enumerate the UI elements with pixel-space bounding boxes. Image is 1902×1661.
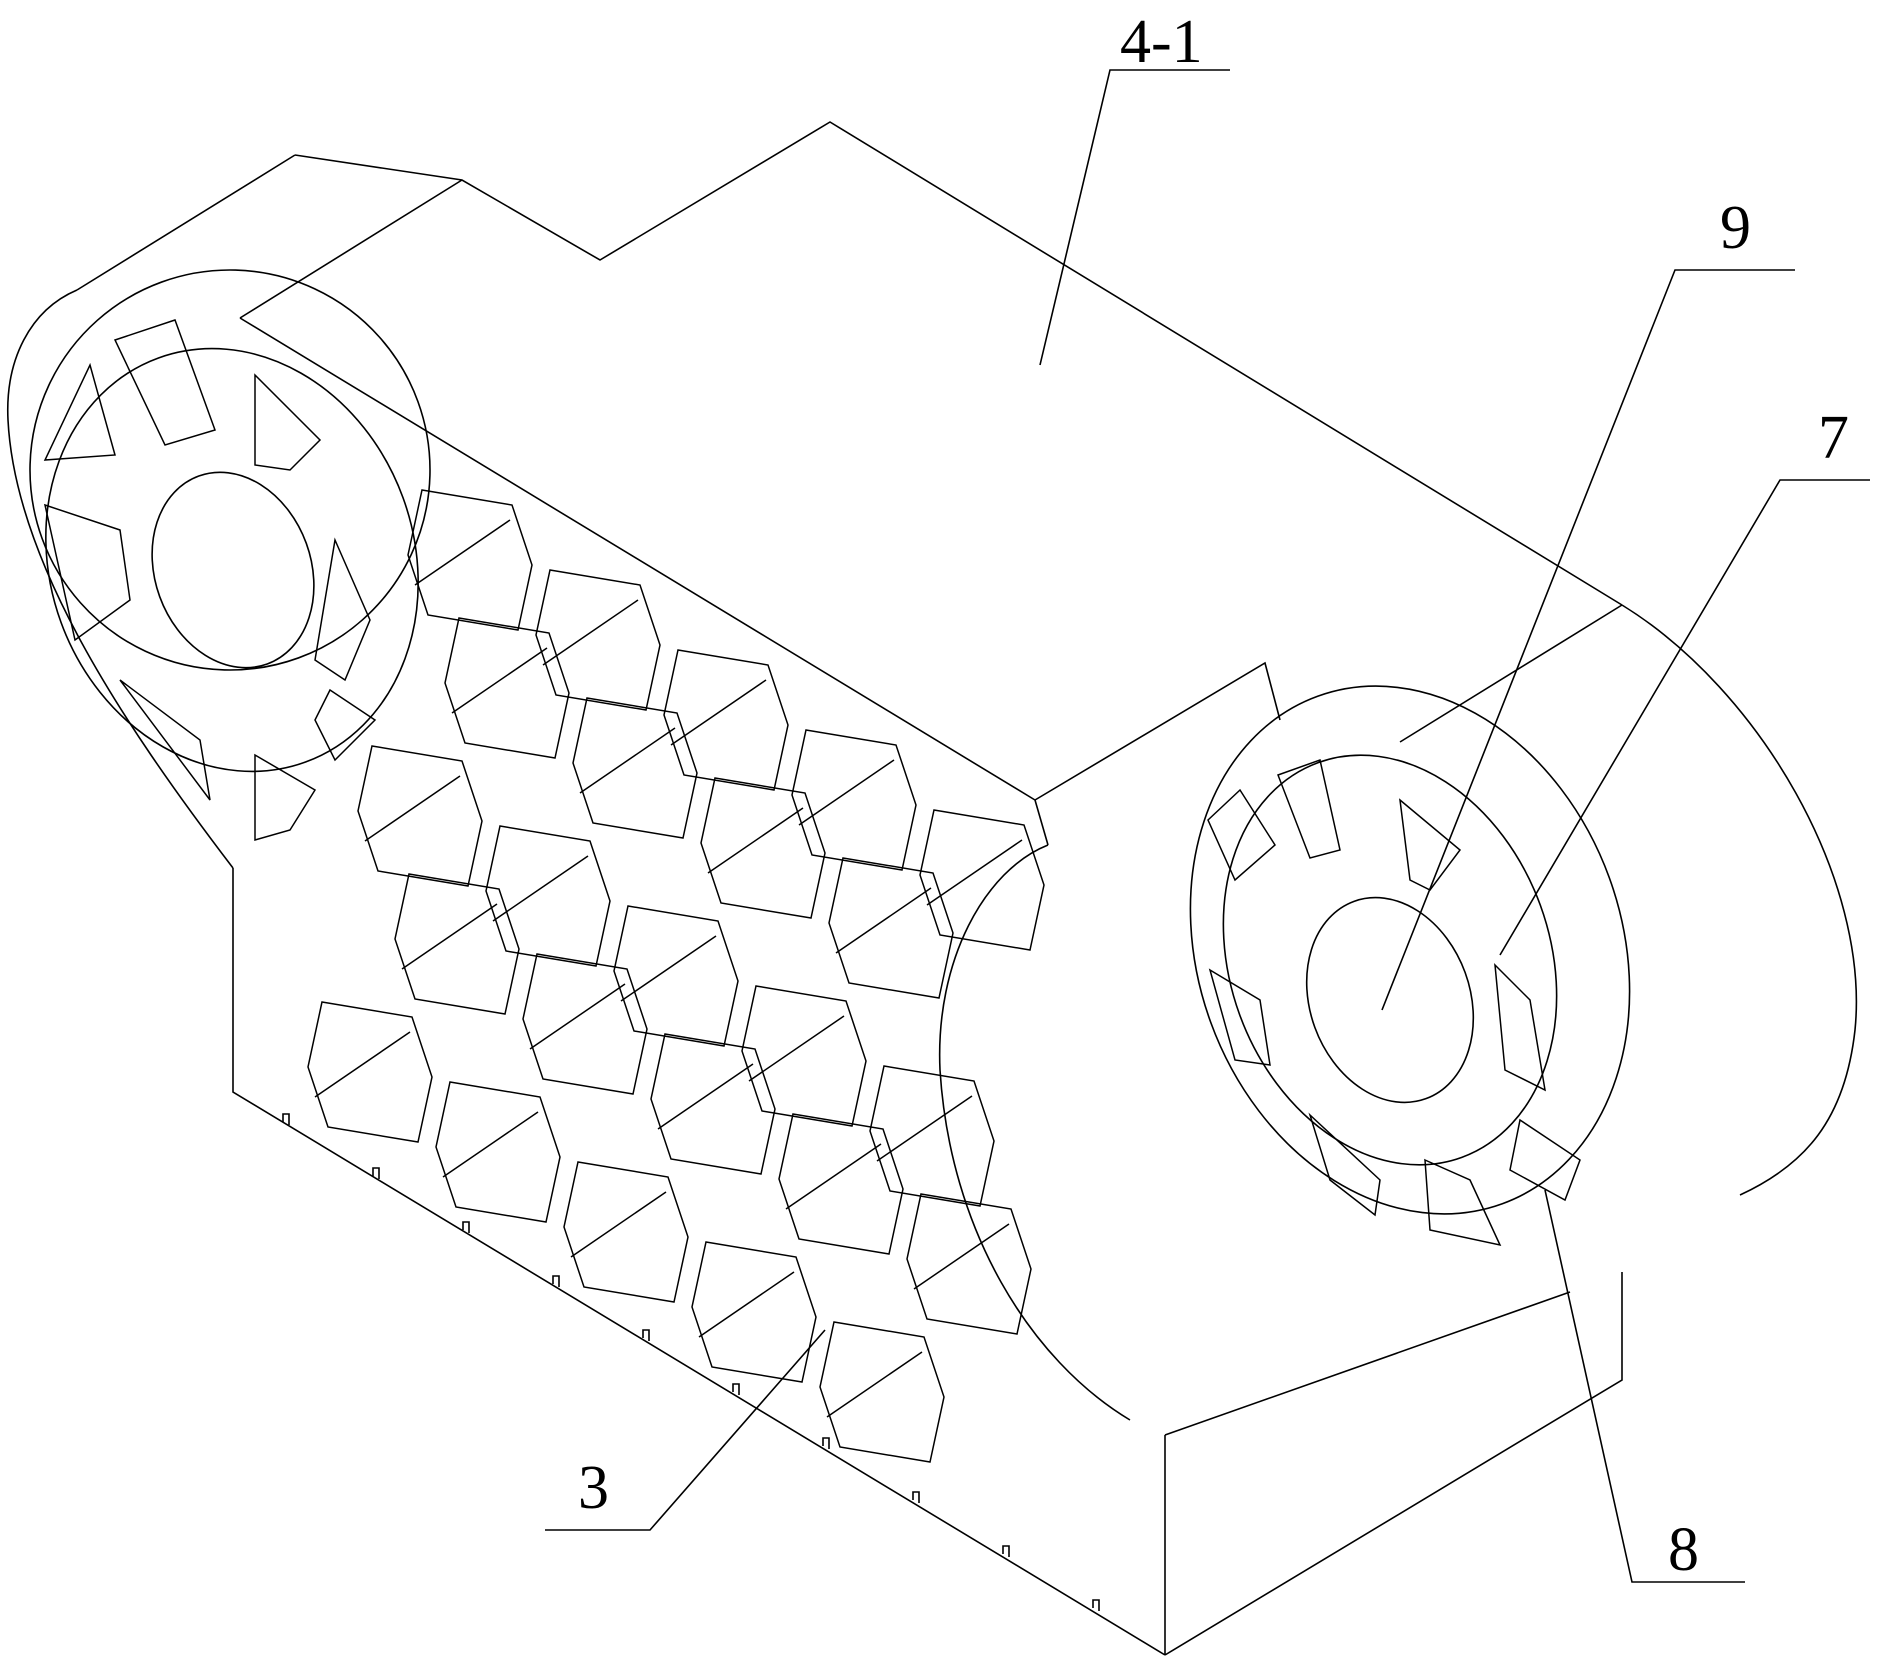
- honeycomb-cell: [691, 1241, 817, 1383]
- honeycomb-cell: [700, 777, 826, 919]
- honeycomb-cell: [572, 697, 698, 839]
- label-honeycomb: 3: [578, 1454, 609, 1522]
- body-outline: [76, 121, 1858, 1656]
- honeycomb-cell-edge: [529, 983, 626, 1050]
- left-end-ring: [7, 269, 431, 869]
- honeycomb-cell-edge: [620, 935, 717, 1002]
- honeycomb-cell: [444, 617, 570, 759]
- honeycomb-cell: [869, 1065, 995, 1207]
- honeycomb-cell: [791, 729, 917, 871]
- right-end-ring: [1189, 685, 1631, 1247]
- honeycomb-cell-edge: [442, 1111, 539, 1178]
- honeycomb-cell-edge: [835, 887, 932, 954]
- label-end-ring: 7: [1818, 404, 1849, 472]
- honeycomb-cell-edge: [785, 1143, 882, 1210]
- honeycomb-cell-edge: [492, 855, 589, 922]
- honeycomb-cell-edge: [748, 1015, 845, 1082]
- honeycomb-cell-edge: [926, 839, 1023, 906]
- honeycomb-cell: [307, 1001, 433, 1143]
- label-body-top: 4-1: [1120, 8, 1203, 76]
- leader-lines: [545, 69, 1870, 1583]
- honeycomb-cell: [906, 1193, 1032, 1335]
- honeycomb-cell-edge: [798, 759, 895, 826]
- honeycomb-cell: [650, 1033, 776, 1175]
- honeycomb-cell: [613, 905, 739, 1047]
- honeycomb-cell: [435, 1081, 561, 1223]
- honeycomb-lattice: [307, 489, 1045, 1463]
- honeycomb-cell: [535, 569, 661, 711]
- honeycomb-cell-edge: [414, 519, 511, 586]
- honeycomb-cell-edge: [451, 647, 548, 714]
- honeycomb-cell: [819, 1321, 945, 1463]
- honeycomb-cell-edge: [579, 727, 676, 794]
- honeycomb-cell-edge: [826, 1351, 923, 1418]
- honeycomb-cell: [741, 985, 867, 1127]
- honeycomb-cell-edge: [707, 807, 804, 874]
- honeycomb-cell: [407, 489, 533, 631]
- honeycomb-cell: [828, 857, 954, 999]
- honeycomb-cell: [663, 649, 789, 791]
- honeycomb-cell: [563, 1161, 689, 1303]
- honeycomb-cell-edge: [314, 1031, 411, 1098]
- honeycomb-cell-edge: [570, 1191, 667, 1258]
- honeycomb-cell-edge: [670, 679, 767, 746]
- honeycomb-cell: [919, 809, 1045, 951]
- honeycomb-cell: [485, 825, 611, 967]
- honeycomb-cell-edge: [913, 1223, 1010, 1290]
- honeycomb-cell-edge: [542, 599, 639, 666]
- label-spoke-cavity: 8: [1668, 1516, 1699, 1584]
- label-bore: 9: [1720, 194, 1751, 262]
- honeycomb-cell: [522, 953, 648, 1095]
- honeycomb-cell: [357, 745, 483, 887]
- honeycomb-cell-edge: [401, 903, 498, 970]
- honeycomb-cell-edge: [364, 775, 461, 842]
- honeycomb-cell-edge: [657, 1063, 754, 1130]
- honeycomb-cell-edge: [698, 1271, 795, 1338]
- honeycomb-cell: [394, 873, 520, 1015]
- honeycomb-cell-edge: [876, 1095, 973, 1162]
- honeycomb-cell: [778, 1113, 904, 1255]
